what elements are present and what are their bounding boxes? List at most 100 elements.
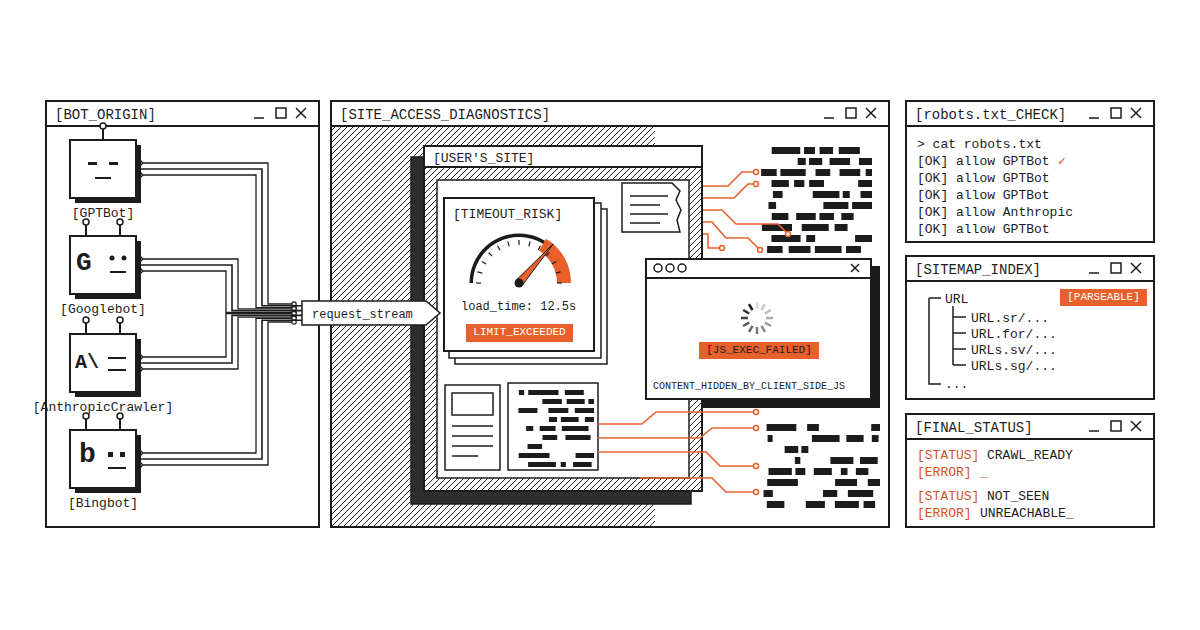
text-holder: [SITEMAP_INDEX] xyxy=(915,261,1041,280)
decor-path xyxy=(953,364,966,366)
decor-rect xyxy=(543,435,558,440)
decor-rect xyxy=(814,468,832,475)
node-text: [robots.txt_CHECK] xyxy=(915,107,1066,124)
decor-circle xyxy=(83,413,89,419)
node-text: [USER'S_SITE] xyxy=(433,151,534,167)
decor-rect xyxy=(804,147,815,154)
decor-path xyxy=(508,241,509,246)
decor-path xyxy=(703,172,756,186)
browser-window: [JS_EXEC_FAILED]CONTENT_HIDDEN_BY_CLIENT… xyxy=(645,258,872,400)
decor-rect xyxy=(773,191,783,198)
decor-g xyxy=(70,219,141,299)
decor-circle xyxy=(720,246,725,251)
decor-circle xyxy=(138,355,142,359)
decor-rect xyxy=(70,236,136,294)
decor-rect xyxy=(866,169,872,176)
decor-rect xyxy=(542,399,561,404)
decor-path xyxy=(1131,263,1141,273)
decor-rect xyxy=(120,452,125,457)
decor-path xyxy=(108,357,126,359)
stream-arrow: request_stream xyxy=(302,301,440,325)
decor-path xyxy=(622,183,681,232)
decor-rect xyxy=(540,426,556,431)
decor-path xyxy=(929,298,941,384)
window-panel: [GPTBot]G[Googlebot]A\[AnthropicCrawler]… xyxy=(45,100,320,528)
decor-rect xyxy=(75,435,141,493)
node-text: UNREACHABLE_ xyxy=(980,506,1074,522)
decor-rect xyxy=(868,479,880,486)
decor-path xyxy=(119,323,121,334)
node-text: URLs.sv/... xyxy=(971,343,1057,359)
decor-circle xyxy=(758,248,763,253)
decor-rect xyxy=(864,501,876,508)
decor-circle xyxy=(100,123,106,129)
decor-path xyxy=(703,184,756,198)
decor-circle xyxy=(117,317,123,323)
decor-circle xyxy=(83,219,89,225)
decor-circle xyxy=(122,256,127,261)
decor-path xyxy=(1131,108,1141,118)
decor-rect xyxy=(852,202,872,209)
decor-rect xyxy=(575,408,594,413)
decor-path xyxy=(630,195,668,197)
node-text: A\ xyxy=(75,351,99,375)
node-text: [ERROR] xyxy=(917,465,972,481)
decor-path xyxy=(556,272,561,273)
decor-rect xyxy=(769,468,792,475)
decor-path xyxy=(1131,421,1141,431)
decor-path xyxy=(749,304,753,310)
decor-rect xyxy=(761,169,777,176)
text-holder: URL xyxy=(945,290,968,309)
decor-path xyxy=(254,117,264,119)
status-badge: [PARSEABLE] xyxy=(1060,289,1147,306)
node-text: URL.for/... xyxy=(971,327,1057,343)
decor-rect xyxy=(767,424,797,431)
text-holder: [Googlebot] xyxy=(60,300,146,319)
decor-g xyxy=(470,234,572,288)
decor-circle xyxy=(138,463,142,467)
decor-rect xyxy=(789,246,811,253)
decor-rect xyxy=(806,501,825,508)
text-holder: [SITE_ACCESS_DIAGNOSTICS] xyxy=(340,106,550,125)
bot-icon: G[Googlebot] xyxy=(70,236,136,294)
decor-rect xyxy=(764,490,773,497)
decor-circle xyxy=(117,413,123,419)
decor-circle xyxy=(754,182,759,187)
wire-trace xyxy=(140,259,294,309)
node-text: [OK] allow GPTBot xyxy=(917,188,1050,204)
decor-path xyxy=(477,272,482,273)
decor-rect xyxy=(798,158,806,165)
decor-path xyxy=(765,310,771,314)
decor-circle xyxy=(117,219,123,225)
node-illustration xyxy=(647,260,874,402)
decor-path xyxy=(598,428,756,438)
decor-rect xyxy=(452,393,493,415)
text-holder: URLs.sg/... xyxy=(971,357,1057,376)
decor-circle xyxy=(754,410,759,415)
decor-rect xyxy=(771,235,800,242)
text-holder: [FINAL_STATUS] xyxy=(915,419,1033,438)
decor-g xyxy=(645,264,872,334)
bot-icon: b[Bingbot] xyxy=(70,430,136,488)
decor-rect xyxy=(519,390,524,395)
wire-bundle xyxy=(138,161,296,467)
text-holder: G xyxy=(76,248,92,279)
decor-path xyxy=(929,297,941,299)
decor-path xyxy=(498,246,501,250)
status-panel: [FINAL_STATUS][STATUS]CRAWL_READY[ERROR]… xyxy=(905,413,1155,528)
text-holder: [Bingbot] xyxy=(68,494,138,513)
node-text: load_time: 12.5s xyxy=(461,300,576,314)
badge-label: [PARSEABLE] xyxy=(1067,291,1140,304)
decor-path xyxy=(110,271,126,273)
text-holder: [GPTBot] xyxy=(72,204,134,223)
decor-g xyxy=(45,108,320,126)
decor-path xyxy=(330,125,890,127)
decor-circle xyxy=(515,279,524,288)
node-text: b xyxy=(79,438,96,472)
decor-path xyxy=(296,108,306,118)
decor-rect xyxy=(762,224,792,231)
window-panel: LIMIT_EXCEEDED[TIMEOUT_RISK]load_time: 1… xyxy=(330,100,890,528)
text-holder: LIMIT_EXCEEDED xyxy=(466,324,573,342)
node-text: URL xyxy=(945,292,968,308)
decor-path xyxy=(1131,421,1141,431)
